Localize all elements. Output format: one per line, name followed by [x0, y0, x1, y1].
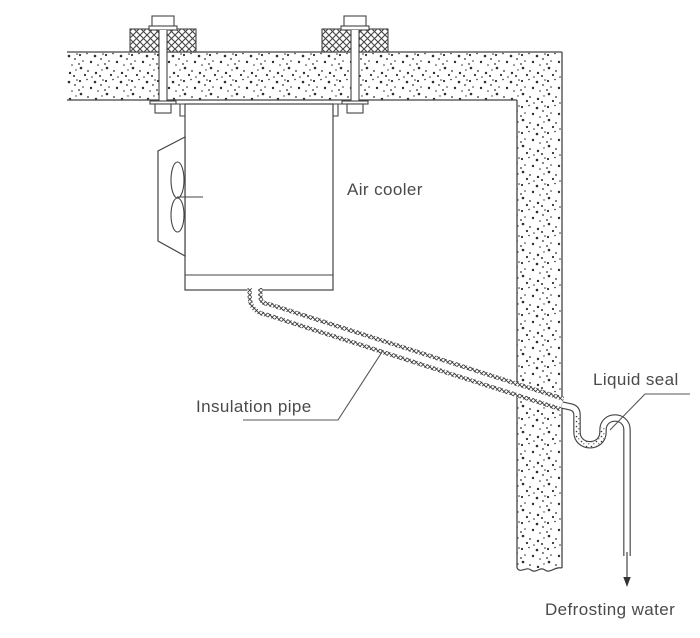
air-cooler-unit: [157, 103, 334, 291]
bolt-nut-icon: [346, 103, 364, 114]
bolt-nut-icon: [154, 103, 172, 114]
insulation-pipe-leader: [243, 351, 383, 421]
liquid-seal-trap: [561, 401, 631, 556]
anchor-bolt-right: [321, 15, 389, 114]
defrosting-water-label: Defrosting water: [545, 600, 676, 619]
wall-break-line: [516, 567, 563, 572]
insulation-pipe: [247, 288, 565, 412]
bolt-head-icon: [151, 15, 175, 28]
insulation-pipe-label: Insulation pipe: [196, 397, 312, 416]
fan-icon: [170, 161, 203, 233]
liquid-seal-label: Liquid seal: [593, 370, 679, 389]
liquid-seal-leader: [609, 393, 690, 431]
defrost-water-arrow: [623, 552, 631, 587]
air-cooler-label: Air cooler: [347, 180, 423, 199]
leader-lines: [243, 351, 690, 431]
fan-shroud: [157, 136, 186, 258]
anchor-bolt-left: [129, 15, 197, 114]
ceiling-slab: [67, 51, 562, 101]
bolt-head-icon: [343, 15, 367, 28]
down-arrow-icon: [623, 577, 631, 587]
wall: [516, 52, 563, 572]
trap-water: [574, 416, 606, 448]
